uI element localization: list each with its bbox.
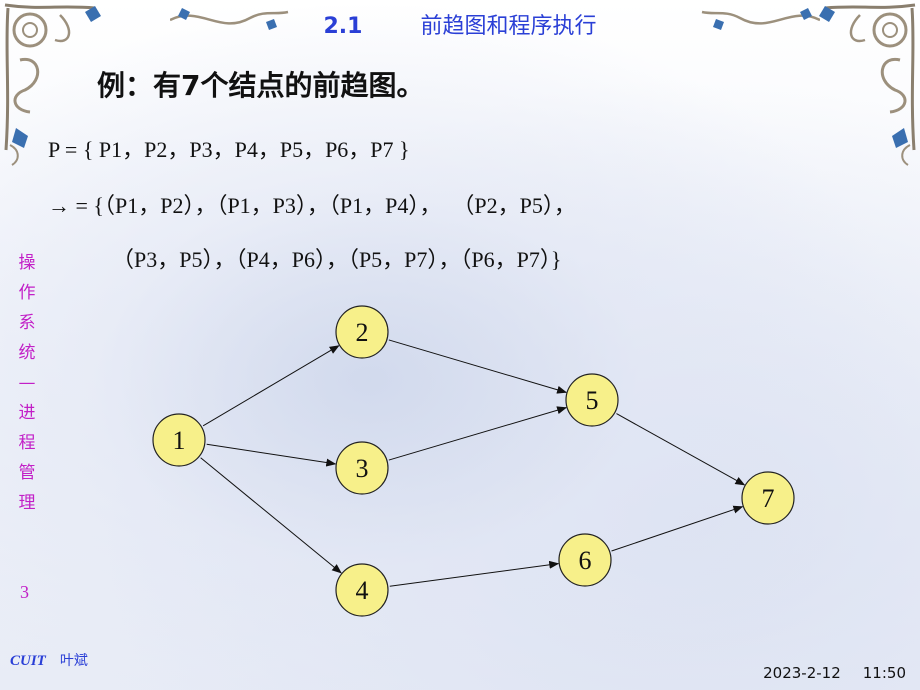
node-1: 1 bbox=[152, 413, 206, 467]
section-title: 前趋图和程序执行 bbox=[420, 14, 597, 39]
side-char: 统 bbox=[18, 343, 36, 363]
footer-time: 11:50 bbox=[862, 664, 906, 682]
node-circle bbox=[335, 441, 389, 495]
edge-5-7 bbox=[616, 413, 746, 486]
left-corner-ornament bbox=[4, 3, 101, 166]
node-circle bbox=[152, 413, 206, 467]
org-name: CUIT bbox=[10, 653, 46, 669]
node-label: 7 bbox=[762, 484, 775, 513]
author-name: 叶斌 bbox=[59, 653, 88, 669]
node-6: 6 bbox=[558, 533, 612, 587]
side-char: 理 bbox=[18, 493, 36, 513]
node-label: 1 bbox=[173, 426, 186, 455]
edge-2-5 bbox=[388, 339, 568, 394]
side-char: 程 bbox=[18, 433, 36, 453]
node-circle bbox=[565, 373, 619, 427]
side-char: 作 bbox=[18, 283, 36, 303]
side-char: 管 bbox=[18, 463, 36, 483]
edge-1-4 bbox=[200, 457, 342, 574]
example-heading: 例：有7个结点的前趋图。 bbox=[97, 69, 425, 102]
side-char: — bbox=[18, 373, 36, 393]
side-char: 操 bbox=[18, 253, 36, 273]
node-label: 4 bbox=[356, 576, 369, 605]
node-label: 3 bbox=[356, 454, 369, 483]
node-7: 7 bbox=[741, 471, 795, 525]
node-label: 6 bbox=[579, 546, 592, 575]
edge-set-line-2: （P3，P5），（P4，P6），（P5，P7），（P6，P7）} bbox=[112, 247, 562, 272]
footer-datetime: 2023-2-12 11:50 bbox=[763, 664, 906, 682]
footer-date: 2023-2-12 bbox=[763, 664, 841, 682]
node-set-line: P = { P1，P2，P3，P4，P5，P6，P7 } bbox=[48, 137, 410, 162]
node-label: 5 bbox=[586, 386, 599, 415]
right-corner-ornament bbox=[819, 3, 916, 166]
edge-3-5 bbox=[388, 406, 568, 461]
page-number: 3 bbox=[20, 582, 29, 602]
side-char: 系 bbox=[18, 313, 36, 333]
node-4: 4 bbox=[335, 563, 389, 617]
slide-title: 2.1 前趋图和程序执行 bbox=[0, 8, 920, 40]
node-3: 3 bbox=[335, 441, 389, 495]
edge-6-7 bbox=[611, 505, 744, 552]
side-char: 进 bbox=[18, 403, 36, 423]
top-right-ornament bbox=[701, 8, 820, 30]
node-circle bbox=[335, 305, 389, 359]
node-circle bbox=[558, 533, 612, 587]
section-number: 2.1 bbox=[323, 14, 363, 39]
edge-4-6 bbox=[389, 560, 560, 587]
node-label: 2 bbox=[356, 318, 369, 347]
side-course-title: 操 作 系 统 — 进 程 管 理 bbox=[14, 248, 40, 518]
footer-credit: CUIT 叶斌 bbox=[10, 650, 88, 670]
node-5: 5 bbox=[565, 373, 619, 427]
edge-set-line-1: → = {（P1，P2），（P1，P3），（P1，P4）， （P2，P5）， bbox=[48, 193, 576, 218]
edge-1-2 bbox=[202, 345, 340, 427]
node-2: 2 bbox=[335, 305, 389, 359]
node-circle bbox=[741, 471, 795, 525]
node-circle bbox=[335, 563, 389, 617]
edge-1-3 bbox=[206, 443, 337, 467]
top-left-ornament bbox=[170, 8, 289, 30]
